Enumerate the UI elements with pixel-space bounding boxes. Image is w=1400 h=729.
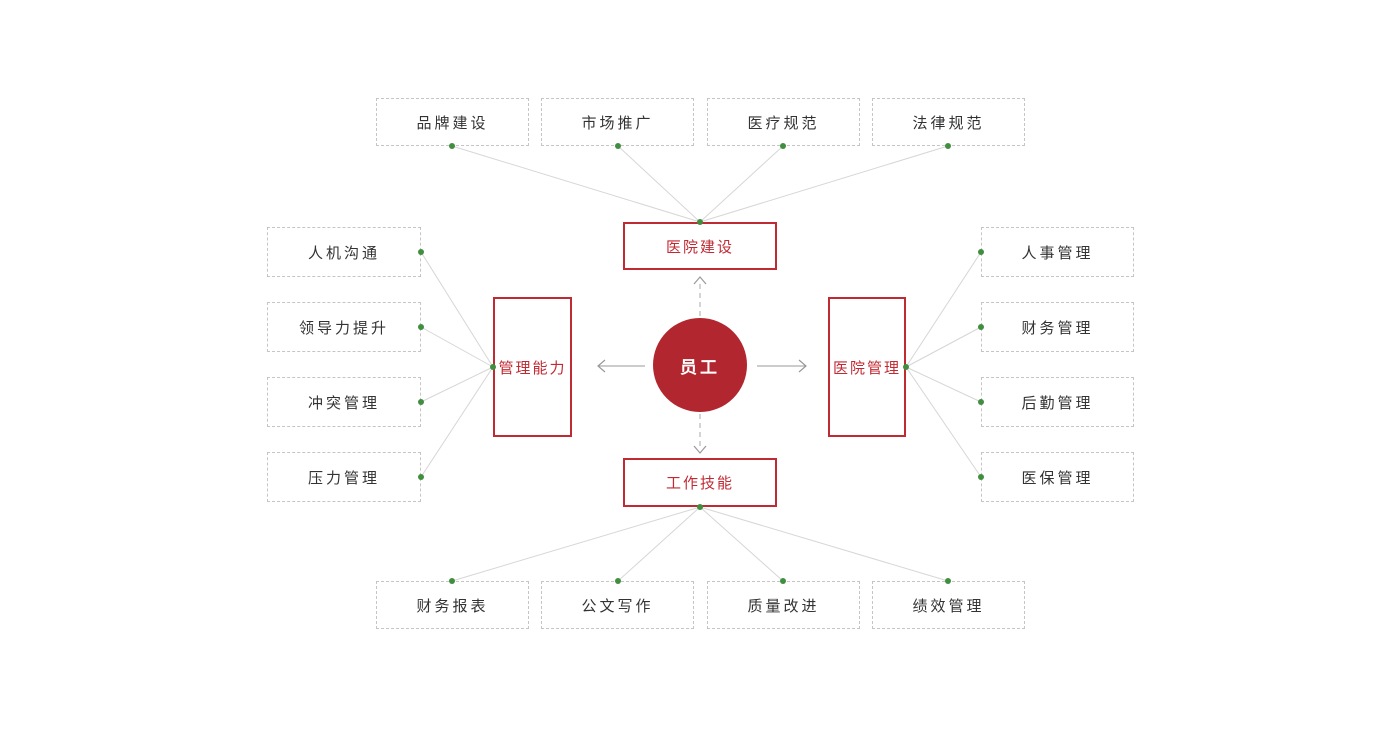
node-label: 工作技能: [665, 475, 734, 492]
node-label: 医疗规范: [747, 114, 820, 132]
node-label: 财务管理: [1021, 319, 1094, 337]
center-node-employee: 员工: [653, 318, 747, 412]
node-performance-management: 绩效管理: [872, 581, 1025, 629]
node-label: 医院管理: [832, 359, 901, 377]
fan-left: [420, 251, 494, 478]
connector-line: [905, 366, 982, 403]
fan-bottom: [451, 506, 949, 582]
node-logistics-management: 后勤管理: [981, 377, 1134, 427]
arrow-left: [597, 359, 645, 373]
arrow-down: [693, 414, 707, 454]
arrowhead-right-icon: [798, 359, 807, 373]
arrowhead-down-icon: [693, 445, 707, 454]
node-medical-insurance-management: 医保管理: [981, 452, 1134, 502]
node-leadership-improvement: 领导力提升: [267, 302, 421, 352]
node-label: 人事管理: [1021, 244, 1094, 262]
node-medical-standards: 医疗规范: [707, 98, 860, 146]
node-financial-reports: 财务报表: [376, 581, 529, 629]
connector-line: [420, 251, 494, 368]
connector-line: [451, 145, 701, 223]
node-label: 管理能力: [498, 359, 567, 377]
node-label: 压力管理: [307, 469, 380, 487]
connector-line: [699, 145, 949, 223]
node-management-ability: 管理能力: [493, 297, 572, 437]
connector-line: [420, 326, 494, 368]
node-label: 医保管理: [1021, 469, 1094, 487]
arrowhead-up-icon: [693, 276, 707, 285]
fan-right: [905, 251, 982, 478]
node-hr-management: 人事管理: [981, 227, 1134, 277]
arrow-right: [757, 359, 807, 373]
node-label: 公文写作: [581, 597, 654, 615]
connector-line: [617, 506, 701, 582]
node-label: 绩效管理: [912, 597, 985, 615]
node-communication: 人机沟通: [267, 227, 421, 277]
arrowhead-left-icon: [597, 359, 606, 373]
node-legal-standards: 法律规范: [872, 98, 1025, 146]
node-label: 人机沟通: [307, 244, 380, 262]
node-conflict-management: 冲突管理: [267, 377, 421, 427]
fan-top: [451, 145, 949, 223]
node-market-promotion: 市场推广: [541, 98, 694, 146]
node-label: 质量改进: [747, 597, 820, 615]
connector-line: [905, 366, 982, 478]
node-label: 市场推广: [581, 114, 654, 132]
node-official-writing: 公文写作: [541, 581, 694, 629]
node-label: 财务报表: [416, 597, 489, 615]
node-brand-building: 品牌建设: [376, 98, 529, 146]
node-finance-management: 财务管理: [981, 302, 1134, 352]
node-hospital-management: 医院管理: [828, 297, 906, 437]
connector-line: [617, 145, 701, 223]
connector-line: [451, 506, 701, 582]
connector-line: [420, 366, 494, 403]
node-label: 法律规范: [912, 114, 985, 132]
center-node-label: 员工: [680, 357, 720, 377]
connector-line: [905, 326, 982, 368]
arrow-up: [693, 276, 707, 316]
node-stress-management: 压力管理: [267, 452, 421, 502]
node-label: 品牌建设: [416, 114, 489, 132]
connector-line: [905, 251, 982, 368]
node-label: 后勤管理: [1021, 394, 1094, 412]
connector-line: [699, 506, 784, 582]
node-label: 冲突管理: [307, 394, 380, 412]
node-quality-improvement: 质量改进: [707, 581, 860, 629]
node-hospital-construction: 医院建设: [623, 222, 777, 270]
connector-line: [420, 366, 494, 478]
node-work-skills: 工作技能: [623, 458, 777, 507]
connector-line: [699, 506, 949, 582]
connector-line: [699, 145, 784, 223]
node-label: 领导力提升: [298, 319, 389, 337]
node-label: 医院建设: [665, 238, 734, 256]
